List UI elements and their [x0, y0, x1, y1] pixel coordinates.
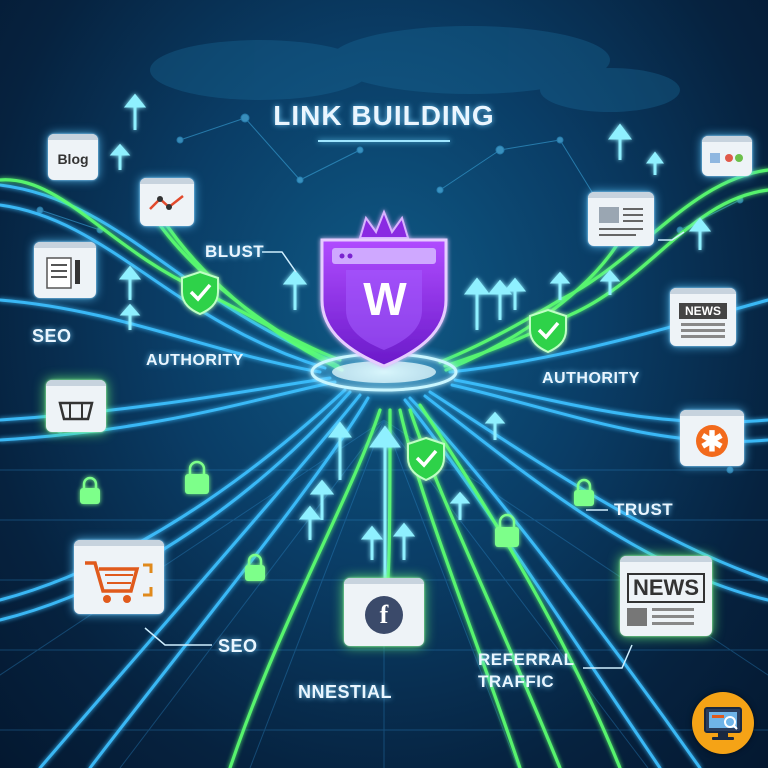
padlock-icon [80, 476, 100, 504]
arrow-up-icon [646, 151, 664, 175]
shopping-cart-icon [85, 561, 153, 603]
crown-icon [358, 209, 410, 239]
facebook-tile: f [344, 578, 424, 646]
analytics-tile [140, 178, 194, 226]
arrow-up-icon [282, 269, 308, 310]
center-logo-letter: W [363, 273, 406, 325]
label-authority-right: AUTHORITY [542, 370, 640, 387]
arrow-up-icon [599, 269, 621, 295]
padlock-icon [185, 460, 209, 494]
arrow-up-icon [487, 279, 513, 320]
shopping-cart-tile [74, 540, 164, 614]
page-title: LINK BUILDING [273, 100, 495, 131]
arrow-up-icon [109, 143, 131, 170]
upward-arrows [109, 93, 712, 585]
arrow-up-icon [549, 271, 571, 300]
padlock-icon [495, 513, 519, 547]
arrow-up-icon [298, 505, 322, 540]
arrow-up-icon [688, 217, 712, 250]
world-map-haze [150, 26, 680, 112]
label-nnestial: NNESTIAL [298, 682, 392, 702]
arrow-up-icon [484, 411, 506, 440]
label-seo-left: SEO [32, 326, 72, 346]
label-trust: TRUST [614, 500, 674, 519]
check-shield-icon [529, 308, 567, 354]
arrow-up-icon [463, 277, 491, 330]
browser-window-icon [710, 153, 743, 163]
asterisk-tile: ✱ [680, 410, 744, 466]
blog-tile: Blog [48, 134, 98, 180]
arrow-up-icon [123, 93, 147, 130]
check-shield-icon [181, 270, 219, 316]
arrow-up-icon [369, 425, 401, 585]
label-authority-left: AUTHORITY [146, 352, 244, 369]
label-referral-line2: TRAFFIC [478, 672, 555, 691]
shopping-basket-tile [46, 380, 106, 432]
label-blust: BLUST [205, 242, 265, 261]
document-icon [46, 257, 80, 289]
corner-badge [692, 692, 754, 754]
asterisk-icon: ✱ [696, 425, 728, 457]
news-tile-small: NEWS [670, 288, 736, 346]
line-graph-icon [149, 195, 184, 210]
arrow-up-icon [309, 479, 335, 520]
label-referral-line1: REFERRAL [478, 650, 575, 669]
document-tile [34, 242, 96, 298]
facebook-icon: f [365, 596, 403, 634]
browser-tile [702, 136, 752, 176]
padlock-icons [80, 460, 594, 581]
arrow-up-icon [118, 265, 142, 300]
arrow-up-icon [449, 491, 471, 520]
arrow-up-icon [392, 522, 416, 560]
label-seo-bottom: SEO [218, 636, 258, 656]
center-platform [289, 342, 479, 402]
arrow-up-icon [503, 277, 527, 310]
arrow-up-icon [360, 525, 384, 560]
news-label-small: NEWS [679, 302, 727, 319]
arrow-up-icon [328, 421, 352, 480]
news-label-large: NEWS [627, 572, 705, 603]
computer-monitor-icon [704, 707, 742, 740]
news-tile-large: NEWS [620, 556, 712, 636]
check-shield-icon [407, 436, 445, 482]
padlock-icon [245, 553, 265, 581]
label-pointer-lines [144, 231, 685, 669]
shopping-basket-icon [58, 401, 94, 421]
webpage-tile [588, 192, 654, 246]
center-shield-logo [320, 209, 448, 368]
webpage-layout-icon [599, 207, 643, 236]
blog-label: Blog [57, 151, 89, 167]
arrow-up-icon [119, 303, 141, 330]
arrow-up-icon [608, 123, 632, 160]
padlock-icon [574, 478, 594, 506]
check-shields [181, 270, 567, 482]
facebook-letter: f [379, 600, 389, 629]
title-underline [318, 140, 450, 142]
